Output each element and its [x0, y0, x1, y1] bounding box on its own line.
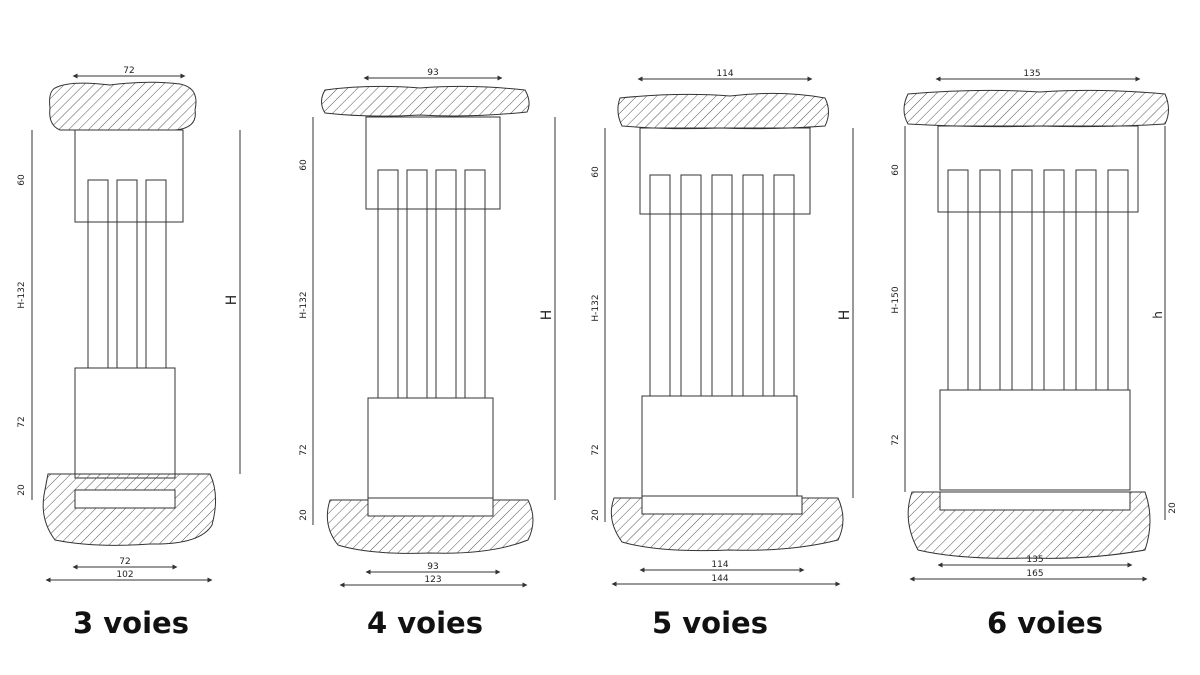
ceiling-section [321, 85, 530, 117]
glass-panels [377, 169, 486, 401]
dim-top-width: 135 [1023, 69, 1040, 79]
dim-sill-height: 20 [1168, 502, 1178, 514]
bottom-roller-block [641, 395, 798, 497]
top-rail-profile [639, 127, 811, 215]
caption-6-voies: 6 voies [987, 606, 1103, 640]
ceiling-section [49, 81, 197, 131]
bottom-roller-block [74, 367, 176, 479]
dim-bottom-outer-width: 102 [116, 570, 133, 580]
bottom-rail-profile [939, 491, 1131, 511]
top-rail-profile [74, 129, 184, 223]
top-rail-profile [365, 116, 501, 210]
dim-head-height: 60 [891, 164, 901, 176]
dim-bottom-block: 72 [17, 416, 27, 427]
dim-bottom-inner-width: 72 [119, 557, 130, 567]
dim-bottom-outer-width: 123 [424, 575, 441, 585]
glass-panels [947, 169, 1129, 391]
dim-bottom-inner-width: 135 [1026, 555, 1043, 565]
dim-glass-height: H-150 [891, 286, 901, 313]
dim-glass-height: H-132 [17, 281, 27, 308]
dim-top-width: 114 [716, 69, 733, 79]
dim-bottom-outer-width: 144 [711, 574, 728, 584]
dim-bottom-outer-width: 165 [1026, 569, 1043, 579]
caption-5-voies: 5 voies [652, 606, 768, 640]
dim-total-height: H [837, 310, 853, 321]
dim-sill-height: 20 [591, 509, 601, 521]
bottom-roller-block [367, 397, 494, 499]
panel-5-voies: 114 60 H-132 72 20 H 114 144 [591, 69, 854, 587]
dim-sill-height: 20 [17, 484, 27, 496]
panel-3-voies: 72 60 H-132 72 20 H 72 102 [17, 66, 241, 583]
dim-total-height: H [224, 295, 240, 306]
dim-glass-height: H-132 [591, 294, 601, 321]
dim-total-height: h [1151, 311, 1165, 319]
caption-3-voies: 3 voies [73, 606, 189, 640]
dim-bottom-block: 72 [299, 444, 309, 455]
dim-head-height: 60 [299, 159, 309, 171]
dim-bottom-inner-width: 93 [427, 562, 438, 572]
glass-panels [649, 174, 795, 401]
dim-bottom-inner-width: 114 [711, 560, 728, 570]
dim-head-height: 60 [591, 166, 601, 178]
bottom-rail-profile [74, 489, 176, 509]
panel-4-voies: 93 60 H-132 72 20 H 93 123 [299, 68, 556, 588]
dim-sill-height: 20 [299, 509, 309, 521]
bottom-rail-profile [641, 495, 803, 515]
top-rail-profile [937, 125, 1139, 213]
dim-bottom-block: 72 [591, 444, 601, 455]
ceiling-section [617, 92, 829, 130]
dim-top-width: 93 [427, 68, 438, 78]
dim-top-width: 72 [123, 66, 134, 76]
dim-glass-height: H-132 [299, 291, 309, 318]
dim-bottom-block: 72 [891, 434, 901, 445]
ceiling-section [903, 89, 1169, 128]
panel-6-voies: 135 60 H-150 72 h 20 135 165 [891, 69, 1178, 582]
glass-panels [87, 179, 167, 371]
caption-4-voies: 4 voies [367, 606, 483, 640]
bottom-rail-profile [367, 497, 494, 517]
dim-total-height: H [539, 310, 555, 321]
dim-head-height: 60 [17, 174, 27, 186]
floor-section [42, 473, 216, 546]
bottom-roller-block [939, 389, 1131, 491]
